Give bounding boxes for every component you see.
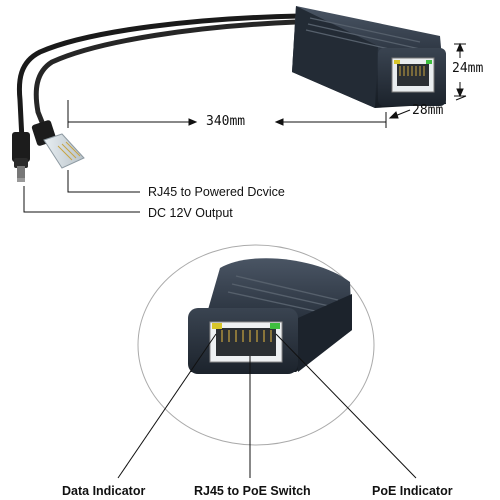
dimension-height-label: 24mm — [452, 61, 484, 76]
dimension-length-line — [67, 100, 387, 128]
label-rj45-poe-switch: RJ45 to PoE Switch — [194, 484, 311, 498]
dimension-width-line — [388, 95, 467, 119]
zoom-circle — [137, 244, 375, 446]
cable — [16, 13, 303, 143]
poe-splitter-icon — [292, 6, 446, 108]
label-data-indicator: Data Indicator — [62, 484, 146, 498]
callout-dc-output: DC 12V Output — [148, 206, 233, 220]
dimension-height-line — [454, 42, 466, 98]
poe-splitter-closeup — [188, 258, 352, 374]
callout-rj45-powered-device: RJ45 to Powered Dcvice — [148, 185, 285, 199]
dimension-width-label: 28mm — [412, 103, 444, 118]
dimension-length-label: 340mm — [206, 114, 246, 129]
callout-lines-top — [23, 170, 140, 213]
callout-lines-bottom — [117, 333, 417, 479]
label-poe-indicator: PoE Indicator — [372, 484, 453, 498]
rj45-plug-icon — [31, 120, 85, 169]
dc-barrel-plug-icon — [12, 132, 30, 182]
